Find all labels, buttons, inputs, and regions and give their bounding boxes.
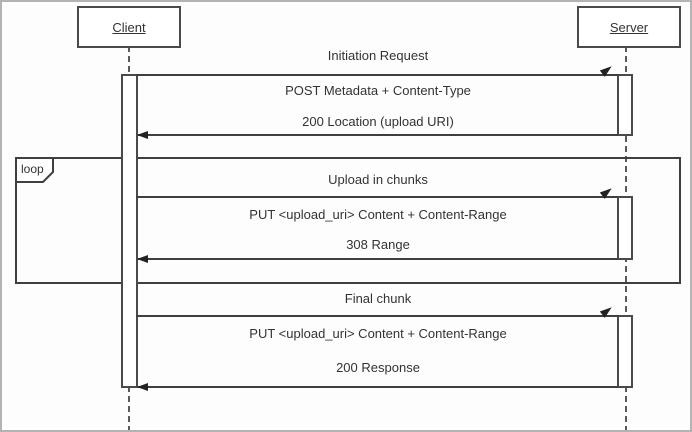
- actor-server-box: Server: [577, 6, 681, 48]
- response-line-3: [138, 386, 618, 388]
- arrow-left-icon: [137, 131, 148, 139]
- arrow-left-icon: [137, 383, 148, 391]
- client-activation-bar: [121, 74, 138, 388]
- message-label-put-final: PUT <upload_uri> Content + Content-Range: [249, 326, 507, 341]
- request-line-3: [136, 315, 618, 317]
- message-label-upload-chunks: Upload in chunks: [328, 172, 428, 187]
- request-line-1: [136, 74, 618, 76]
- server-activation-bar-2: [617, 196, 633, 260]
- loop-fragment-frame: [15, 157, 681, 284]
- actor-client-box: Client: [77, 6, 181, 48]
- actor-server-label: Server: [609, 19, 649, 35]
- response-line-1: [138, 134, 618, 136]
- server-activation-bar-1: [617, 74, 633, 136]
- message-label-308-range: 308 Range: [346, 237, 410, 252]
- loop-tab-shape: [15, 157, 54, 183]
- loop-tab-label: loop: [21, 162, 44, 176]
- message-label-initiation: Initiation Request: [327, 48, 429, 63]
- message-label-final-chunk: Final chunk: [344, 291, 412, 306]
- response-line-2: [138, 258, 618, 260]
- message-label-200-response: 200 Response: [336, 360, 420, 375]
- request-line-2: [136, 196, 618, 198]
- arrow-left-icon: [137, 255, 148, 263]
- actor-client-label: Client: [112, 19, 146, 35]
- message-label-post-metadata: POST Metadata + Content-Type: [285, 83, 471, 98]
- server-activation-bar-3: [617, 315, 633, 388]
- message-label-200-location: 200 Location (upload URI): [302, 114, 454, 129]
- message-label-put-chunk: PUT <upload_uri> Content + Content-Range: [249, 207, 507, 222]
